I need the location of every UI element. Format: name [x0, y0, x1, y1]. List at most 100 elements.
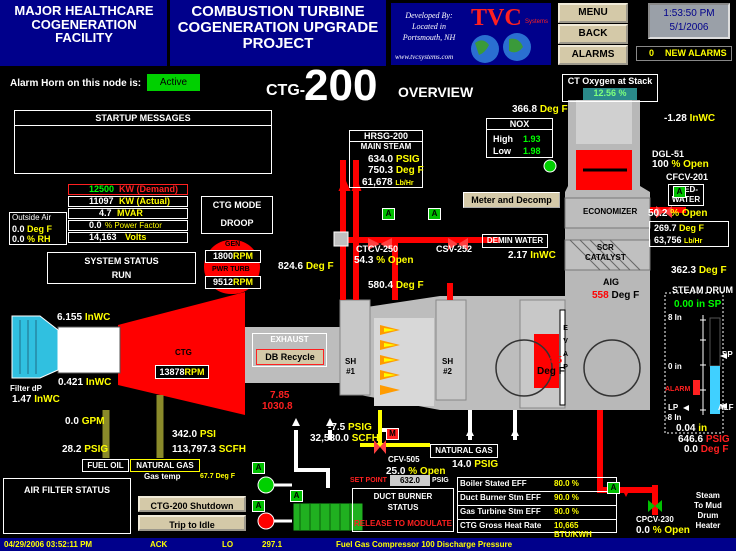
menu-button[interactable]: MENU [558, 3, 628, 23]
nox-low-value: 1.98 [523, 146, 541, 156]
fuel-psi: 342.0 [172, 429, 198, 440]
duct-burner-status: RELEASE TO MODULATE [354, 519, 452, 528]
alarms-button[interactable]: ALARMS [558, 45, 628, 65]
cpcv230-unit: % Open [652, 525, 690, 536]
facility-panel [0, 0, 167, 66]
startup-messages-box: STARTUP MESSAGES [14, 110, 272, 174]
auto-indicator[interactable]: A [607, 482, 620, 494]
filter-inlet: 6.155 [57, 312, 83, 323]
exhaust-pressure: 7.85 [270, 390, 290, 401]
auto-indicator[interactable]: A [252, 462, 265, 474]
hrsg-main-steam-box: HRSG-200 MAIN STEAM [349, 130, 423, 188]
drum-alarm: ALARM [665, 386, 691, 393]
aig-label: AIG [603, 277, 620, 287]
project-title: COMBUSTION TURBINE COGENERATION UPGRADE … [177, 3, 379, 52]
feedwater-box: 269.7 Deg F 63,756 Lb/Hr [649, 221, 729, 247]
gen-rpm-unit: RPM [233, 251, 254, 261]
natural-gas-burner-label: NATURAL GAS [430, 444, 498, 458]
cpcv-230-valve-icon[interactable] [648, 500, 662, 512]
eff-label: Gas Turbine Stm EFF [460, 507, 541, 516]
feedwater-temp: 269.7 [654, 223, 677, 233]
pwr-turb-rpm-display: 9512RPM [205, 276, 261, 289]
kw-actual-row: 11097 KW (Actual) [68, 196, 188, 207]
dgl-name: DGL-51 [652, 149, 685, 159]
fuel-gas-compressor [292, 502, 364, 532]
drum-scale-top: 8 In [668, 313, 682, 322]
back-button[interactable]: BACK [558, 24, 628, 44]
drum-pressure: 646.6 [678, 434, 704, 445]
drum-scale-bot: -8 In [665, 413, 682, 422]
cfv505-name: CFV-505 [388, 455, 420, 464]
auto-indicator[interactable]: A [252, 500, 265, 512]
system-status-value: RUN [111, 270, 132, 280]
hrsg-sub: MAIN STEAM [360, 142, 412, 151]
nox-box: NOX High 1.93 Low 1.98 [486, 118, 553, 158]
eff-label: CTG Gross Heat Rate [460, 521, 542, 530]
db-recycle-button[interactable]: DB Recycle [256, 349, 324, 365]
aig-temp-unit: Deg F [611, 290, 640, 301]
steam-drum-sp: 0.00 [674, 299, 694, 310]
auto-indicator[interactable]: A [382, 208, 395, 220]
ctg-rpm-unit: RPM [184, 367, 205, 377]
hrsg-temp-unit: Deg F [395, 165, 424, 176]
scr-section [564, 239, 651, 271]
drum-scale-mid: 0 in [668, 362, 682, 371]
filter-dp-value: 1.47 [12, 394, 32, 405]
air-filter-status-box: AIR FILTER STATUS [3, 478, 131, 534]
aig-temp: 558 [592, 290, 609, 301]
new-alarms-indicator[interactable]: 0 NEW ALARMS [636, 46, 732, 61]
sh1-label: SH #1 [345, 357, 357, 376]
manual-indicator[interactable]: M [386, 428, 399, 440]
duct-gas-psig: -7.5 [328, 422, 346, 433]
mvar-row: 4.7 MVAR [68, 208, 188, 219]
mvar-value: 4.7 [99, 208, 112, 218]
drum-temp: 0.0 [684, 444, 698, 455]
kw-demand-row: 12500 KW (Demand) [68, 184, 188, 195]
set-point-input[interactable]: 632.0 [390, 475, 430, 486]
alarm-horn-state[interactable]: Active [147, 74, 200, 91]
pump-icon-red[interactable] [257, 512, 275, 530]
power-factor-label: % Power Factor [105, 221, 162, 230]
ctg-label: CTG [175, 348, 192, 357]
hrsg-title: HRSG-200 [350, 131, 422, 142]
cfv-505-valve-icon[interactable] [374, 440, 386, 454]
duct-gas-psig-unit: PSIG [348, 422, 372, 433]
title-suffix: OVERVIEW [398, 84, 474, 100]
title-number: 200 [304, 61, 378, 110]
inlet-duct [57, 326, 121, 374]
pump-icon-green[interactable] [257, 476, 275, 494]
table-row: Boiler Stated EFF 80.0 % [458, 478, 616, 492]
auto-indicator[interactable]: A [428, 208, 441, 220]
outside-air-rh-unit: % RH [27, 234, 51, 244]
natural-gas-label: NATURAL GAS [130, 459, 200, 472]
meter-and-decomp-button[interactable]: Meter and Decomp [463, 192, 560, 208]
clock-display: 1:53:50 PM 5/1/2006 [648, 3, 730, 39]
ctg-shutdown-button[interactable]: CTG-200 Shutdown [138, 496, 246, 512]
volts-value: 14,163 [89, 232, 117, 242]
dgl-value: 100 [652, 159, 669, 170]
auto-indicator[interactable]: A [673, 186, 686, 198]
steam-drum-sp-label: in SP [696, 299, 722, 310]
efficiency-table: Boiler Stated EFF 80.0 % Duct Burner Stm… [457, 477, 617, 539]
cfcv-201-valve-icon[interactable] [656, 206, 672, 218]
cfcv201-value: 50.2 [648, 208, 668, 219]
stack-fan-icon[interactable] [543, 159, 557, 173]
status-bar[interactable]: 04/29/2006 03:52:11 PM ACK LO 297.1 Fuel… [0, 538, 736, 551]
fuel-psig: 28.2 [62, 444, 82, 455]
alarm-horn-label: Alarm Horn on this node is: [10, 78, 142, 89]
ctcv-250-valve-icon[interactable] [368, 238, 392, 250]
csv-252-valve-icon[interactable] [448, 238, 468, 250]
nox-high-label: High [493, 134, 513, 144]
trip-to-idle-button[interactable]: Trip to Idle [138, 515, 246, 531]
auto-indicator[interactable]: A [290, 490, 303, 502]
developer-line3: Portsmouth, NH [402, 32, 456, 42]
gas-turbine [118, 292, 245, 415]
pwr-turb-label: PWR TURB [212, 266, 250, 273]
hrsg-psig-unit: PSIG [395, 154, 420, 165]
cfv505-unit: % Open [408, 466, 446, 477]
eff-value: 10,665 BTU/KWH [554, 521, 592, 539]
gen-label: GEN [225, 241, 241, 248]
nox-title: NOX [487, 119, 552, 130]
stack-pressure-unit: InWC [689, 113, 716, 124]
project-panel [170, 0, 386, 66]
